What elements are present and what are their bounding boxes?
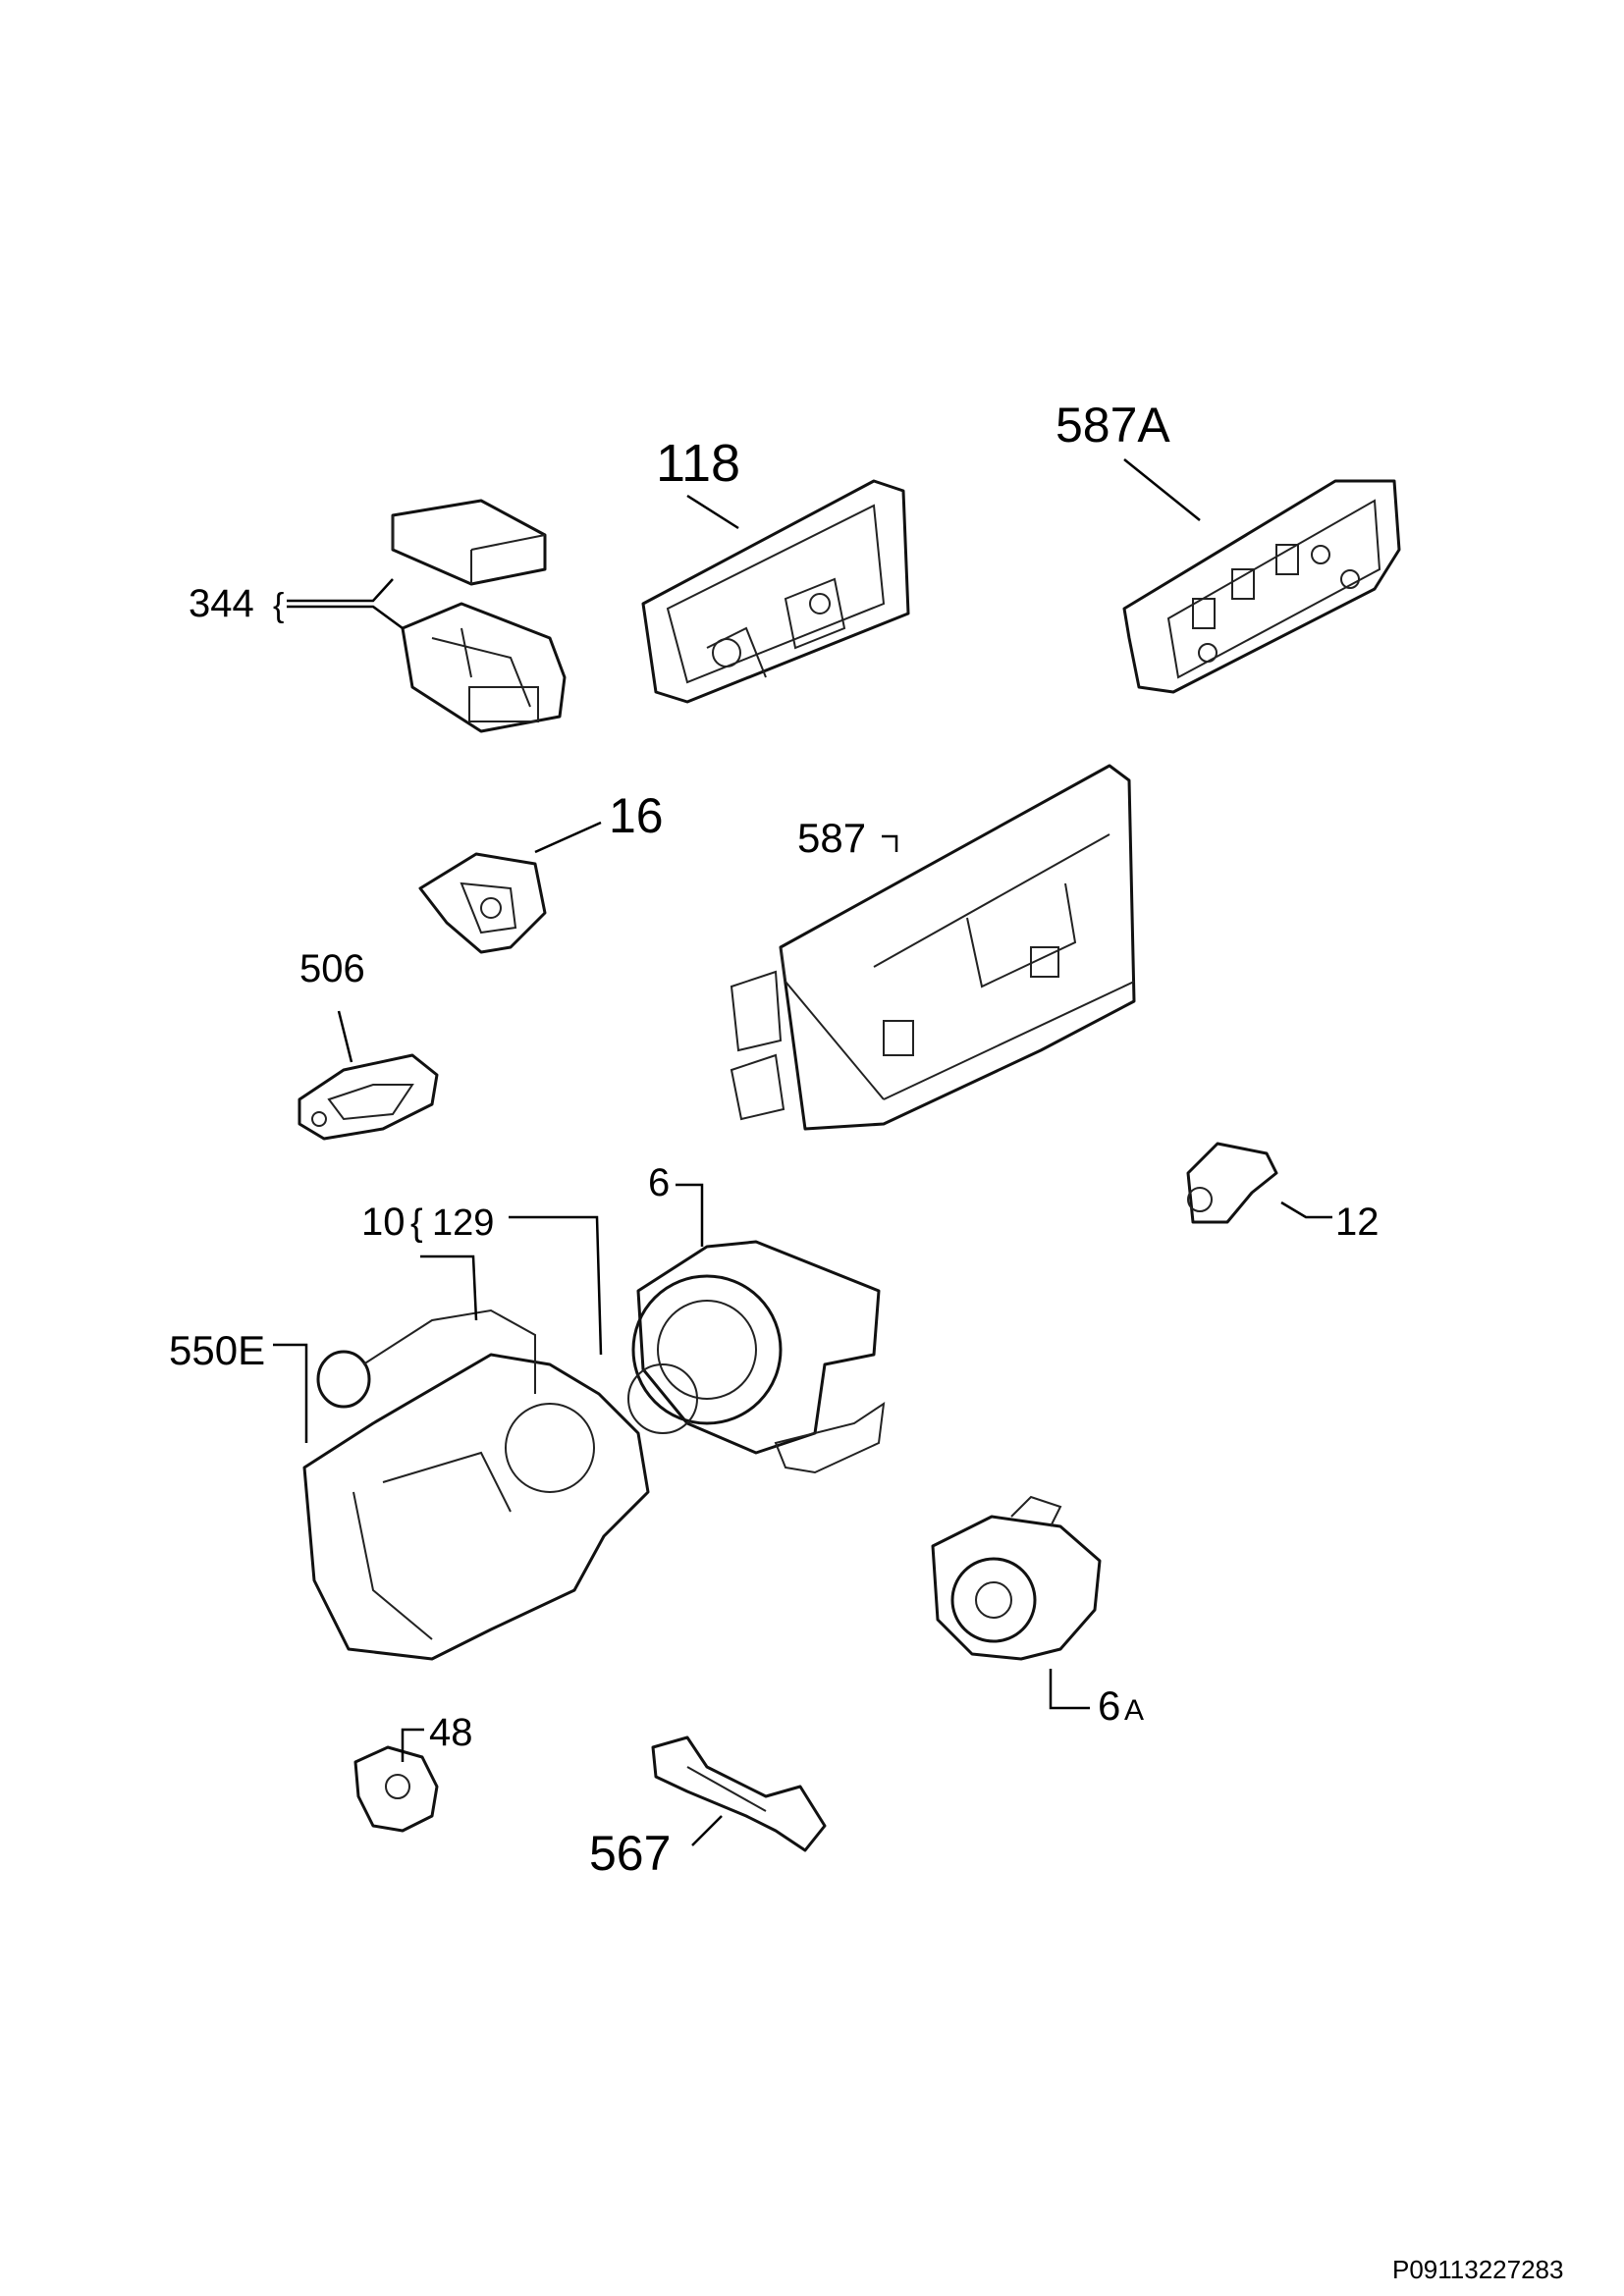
leader-118 bbox=[686, 494, 739, 530]
document-code: P09113227283 bbox=[1392, 2255, 1564, 2284]
part-12-drawing bbox=[1186, 1142, 1278, 1224]
label-6A-suffix: A bbox=[1124, 1694, 1144, 1727]
leader-550E bbox=[273, 1343, 308, 1443]
label-587: 587 bbox=[797, 815, 866, 861]
label-567: 567 bbox=[589, 1826, 671, 1881]
part-6-drawing bbox=[631, 1240, 886, 1474]
part-6A-drawing bbox=[931, 1495, 1102, 1661]
part-587-drawing bbox=[730, 764, 1136, 1131]
part-344-drawing bbox=[391, 499, 567, 733]
part-16-drawing bbox=[418, 852, 547, 954]
leader-6 bbox=[676, 1183, 704, 1247]
label-587A: 587A bbox=[1056, 398, 1170, 453]
leader-567 bbox=[691, 1815, 723, 1846]
leader-587 bbox=[882, 834, 898, 852]
part-550E-drawing bbox=[302, 1308, 698, 1661]
label-12: 12 bbox=[1335, 1201, 1380, 1244]
leader-16 bbox=[534, 821, 602, 854]
label-344: 344 bbox=[189, 582, 254, 625]
label-129: 129 bbox=[432, 1202, 494, 1244]
label-10: 10 bbox=[361, 1201, 406, 1244]
leader-6A bbox=[1049, 1669, 1090, 1710]
label-6A-number: 6 bbox=[1098, 1682, 1120, 1729]
brace-344: { bbox=[273, 587, 284, 624]
label-506: 506 bbox=[299, 947, 365, 990]
label-118: 118 bbox=[656, 434, 740, 493]
part-506-drawing bbox=[298, 1053, 439, 1141]
part-567-drawing bbox=[651, 1735, 827, 1852]
label-550E: 550E bbox=[169, 1327, 265, 1373]
leader-587A bbox=[1123, 458, 1201, 521]
part-48-drawing bbox=[353, 1745, 439, 1833]
brace-10: { bbox=[410, 1202, 423, 1244]
label-48: 48 bbox=[429, 1711, 473, 1754]
leader-129 bbox=[509, 1215, 603, 1356]
label-6: 6 bbox=[648, 1161, 670, 1204]
leader-506 bbox=[337, 1010, 353, 1063]
leader-48 bbox=[401, 1728, 424, 1762]
leader-10 bbox=[420, 1255, 478, 1321]
part-118-drawing bbox=[641, 479, 910, 704]
leader-12 bbox=[1280, 1201, 1332, 1219]
part-587A-drawing bbox=[1122, 479, 1401, 694]
leader-344 bbox=[287, 578, 404, 630]
label-16: 16 bbox=[609, 788, 664, 843]
